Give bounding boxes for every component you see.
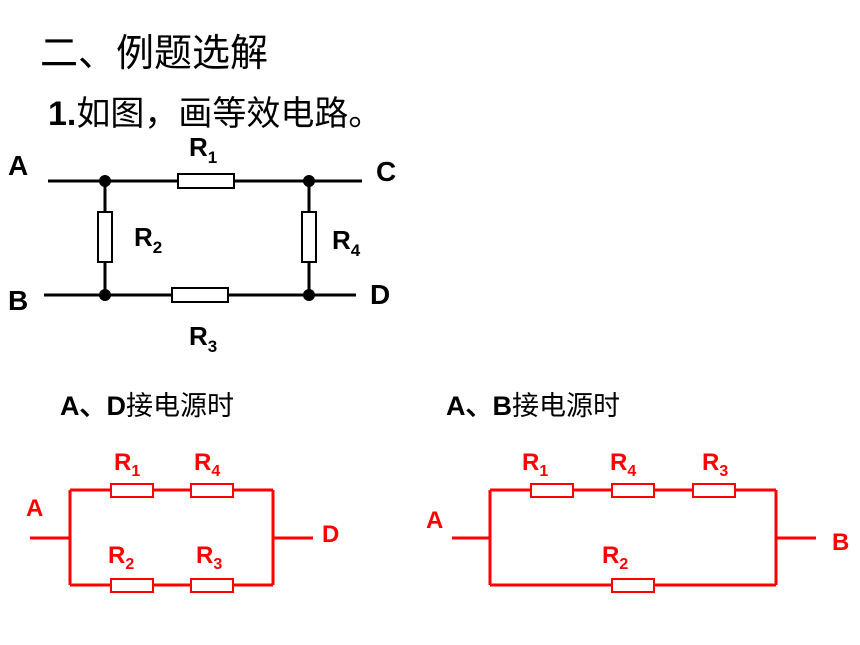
resistor-r1-box xyxy=(177,173,235,189)
resistor-r3-box xyxy=(692,483,736,498)
problem-statement: 1.如图，画等效电路。 xyxy=(48,86,382,135)
node-b-label: B xyxy=(8,285,28,316)
terminal-a-label: A xyxy=(26,495,43,522)
label-r1: R1 xyxy=(114,449,140,480)
junction-dot xyxy=(303,289,315,301)
section-title: 二、例题选解 xyxy=(40,31,269,75)
caption-ad: A、D接电源时 xyxy=(60,384,234,423)
label-r2: R2 xyxy=(108,542,134,573)
junction-dot xyxy=(99,289,111,301)
junction-dots xyxy=(99,175,315,301)
node-c-label: C xyxy=(376,156,396,187)
equivalent-ab-circuit xyxy=(452,483,816,593)
label-r1: R1 xyxy=(189,132,217,167)
label-r4: R4 xyxy=(194,449,220,480)
terminal-a-label: A xyxy=(426,507,443,534)
caption-ab: A、B接电源时 xyxy=(446,384,620,423)
resistor-r2-box xyxy=(110,578,154,593)
label-r1: R1 xyxy=(522,449,548,480)
resistor-r2-box xyxy=(97,211,113,263)
problem-number: 1. xyxy=(48,95,77,133)
resistor-r4-box xyxy=(611,483,655,498)
terminal-b-label: B xyxy=(832,529,849,556)
resistor-r1-box xyxy=(530,483,574,498)
node-d-label: D xyxy=(370,279,390,310)
label-r3: R3 xyxy=(702,449,728,480)
label-r4: R4 xyxy=(332,225,361,260)
resistor-r1-box xyxy=(110,483,154,498)
caption-ad-nodes: A、D xyxy=(60,391,126,421)
resistor-r2-box xyxy=(611,578,655,593)
equivalent-ad-circuit xyxy=(30,483,313,593)
resistor-r3-box xyxy=(190,578,234,593)
caption-ab-text: 接电源时 xyxy=(512,391,620,422)
label-r3: R3 xyxy=(196,542,222,573)
junction-dot xyxy=(303,175,315,187)
junction-dot xyxy=(99,175,111,187)
resistor-r4-box xyxy=(190,483,234,498)
caption-ad-text: 接电源时 xyxy=(126,391,234,422)
node-a-label: A xyxy=(8,150,28,181)
resistor-r3-box xyxy=(171,287,229,303)
label-r2: R2 xyxy=(602,542,628,573)
resistor-r4-box xyxy=(301,211,317,263)
label-r4: R4 xyxy=(610,449,636,480)
terminal-d-label: D xyxy=(322,521,339,548)
caption-ab-nodes: A、B xyxy=(446,391,512,421)
original-circuit xyxy=(44,173,362,303)
label-r3: R3 xyxy=(189,321,217,356)
problem-text: 如图，画等效电路。 xyxy=(76,94,383,134)
label-r2: R2 xyxy=(134,222,162,257)
